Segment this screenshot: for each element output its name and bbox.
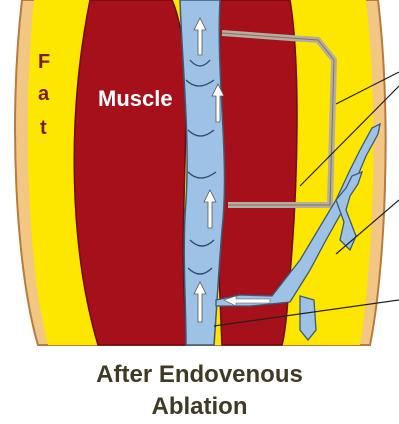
label-fat-t: t (40, 117, 47, 139)
label-fat-a: a (38, 83, 50, 105)
caption-line-1: After Endovenous (0, 360, 399, 390)
caption-line-2: Ablation (0, 392, 399, 422)
label-muscle: Muscle (98, 86, 173, 111)
muscle-left (74, 0, 188, 345)
label-fat-f: F (38, 51, 50, 73)
